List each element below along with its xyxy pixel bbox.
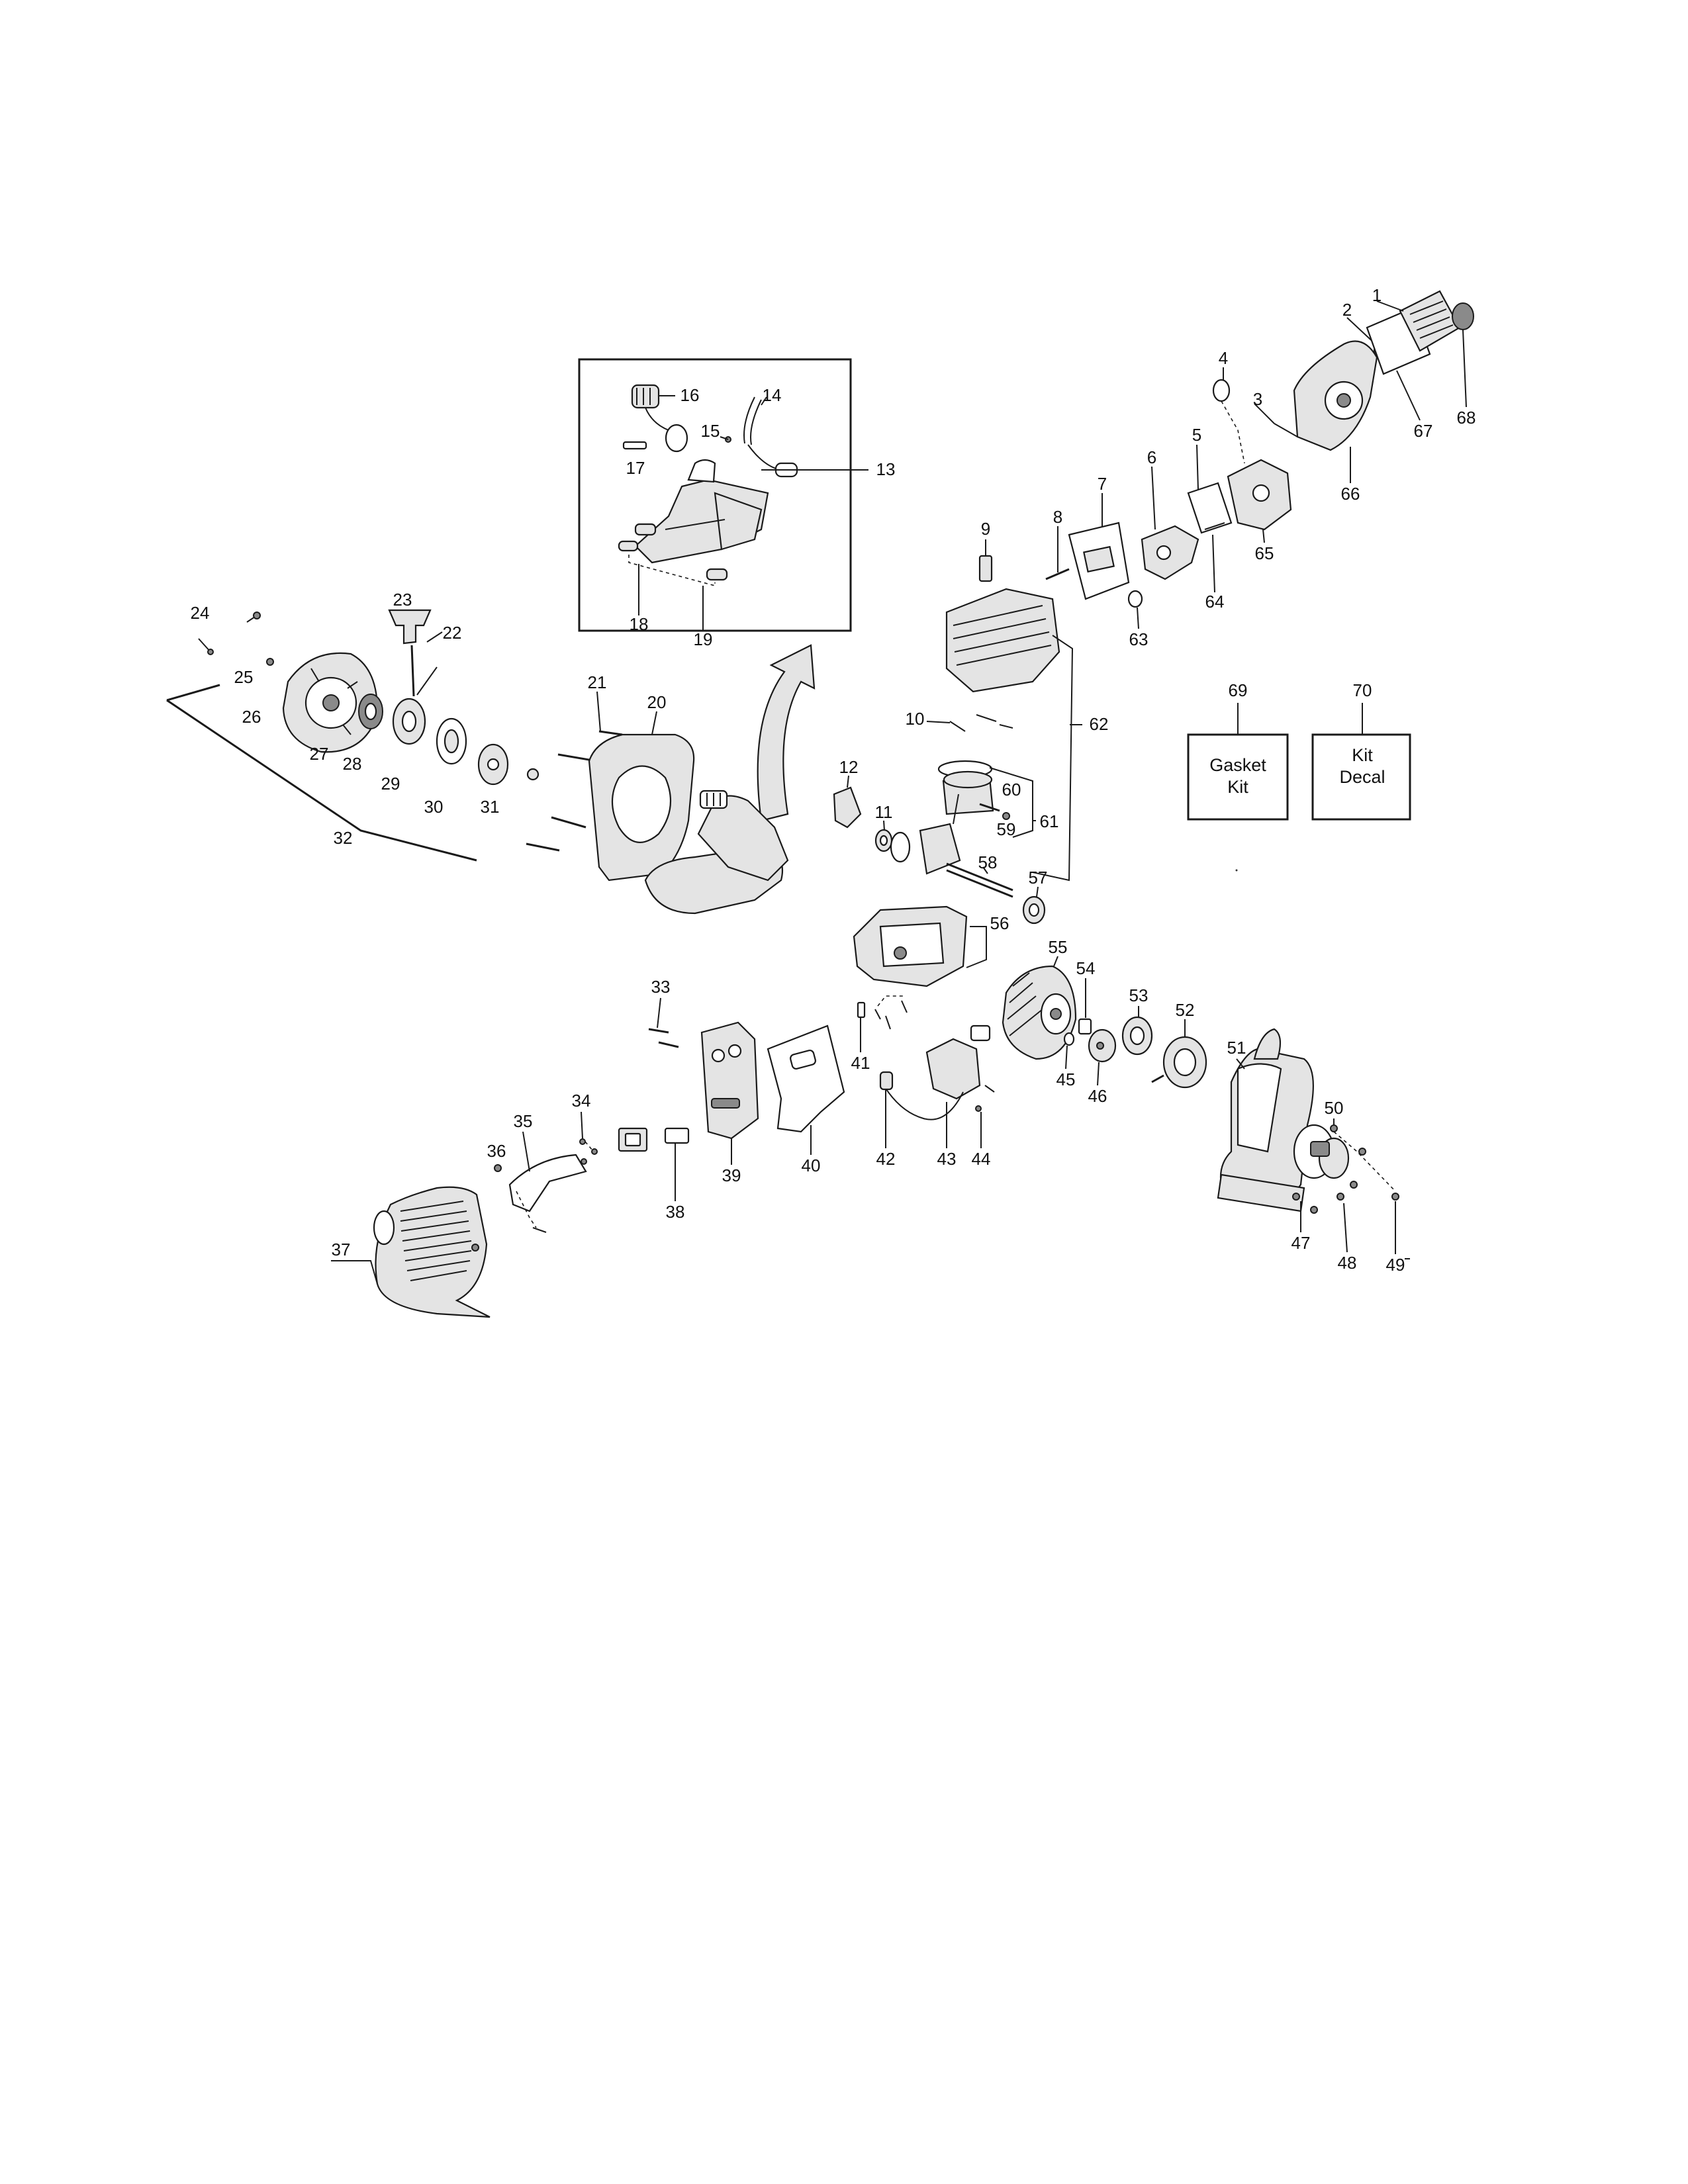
callout-56: 56 bbox=[990, 913, 1009, 933]
gear-housing-part bbox=[1217, 1028, 1399, 1254]
fuel-cap-part bbox=[631, 384, 688, 453]
callout-53: 53 bbox=[1129, 985, 1149, 1005]
callout-68: 68 bbox=[1457, 408, 1476, 428]
callout-19: 19 bbox=[694, 629, 713, 649]
callout-16: 16 bbox=[680, 385, 700, 405]
callout-51: 51 bbox=[1227, 1038, 1246, 1058]
flywheel-clutch bbox=[1002, 956, 1207, 1089]
kit-decal-box: Kit Decal bbox=[1311, 703, 1411, 821]
callout-31: 31 bbox=[481, 797, 500, 817]
callout-48: 48 bbox=[1338, 1253, 1357, 1273]
callout-69: 69 bbox=[1229, 680, 1248, 700]
fuel-line-part bbox=[743, 396, 755, 444]
callout-14: 14 bbox=[763, 385, 782, 405]
curved-arrow bbox=[757, 644, 816, 822]
muffler-assembly bbox=[331, 997, 759, 1318]
callout-55: 55 bbox=[1049, 937, 1068, 957]
callout-67: 67 bbox=[1414, 421, 1433, 441]
callout-4: 4 bbox=[1219, 348, 1228, 368]
callout-7: 7 bbox=[1098, 474, 1107, 494]
callout-6: 6 bbox=[1147, 447, 1156, 467]
gasket-kit-line1: Gasket bbox=[1209, 755, 1266, 775]
fuel-tank-inset bbox=[578, 358, 868, 632]
speck-mark bbox=[1235, 869, 1238, 872]
callout-46: 46 bbox=[1088, 1086, 1107, 1106]
callout-18: 18 bbox=[630, 614, 649, 634]
gasket-kit-line2: Kit bbox=[1227, 777, 1248, 797]
callout-66: 66 bbox=[1341, 484, 1360, 504]
callout-30: 30 bbox=[424, 797, 444, 817]
fuel-tank-part bbox=[634, 459, 769, 564]
callout-33: 33 bbox=[651, 977, 671, 997]
callout-2: 2 bbox=[1342, 300, 1352, 320]
callout-36: 36 bbox=[487, 1141, 506, 1161]
callout-61: 61 bbox=[1040, 811, 1059, 831]
callout-60: 60 bbox=[1002, 780, 1021, 799]
callout-50: 50 bbox=[1325, 1098, 1344, 1118]
callout-28: 28 bbox=[343, 754, 362, 774]
callout-24: 24 bbox=[191, 603, 210, 623]
callout-25: 25 bbox=[234, 667, 254, 687]
callout-70: 70 bbox=[1353, 680, 1372, 700]
callout-44: 44 bbox=[972, 1149, 991, 1169]
callout-labels: 1 2 3 4 5 6 7 8 9 10 11 12 13 14 15 16 1… bbox=[191, 285, 1476, 1275]
callout-64: 64 bbox=[1205, 592, 1225, 612]
callout-23: 23 bbox=[393, 590, 412, 610]
callout-22: 22 bbox=[443, 623, 462, 643]
callout-65: 65 bbox=[1255, 543, 1274, 563]
callout-38: 38 bbox=[666, 1202, 685, 1222]
callout-45: 45 bbox=[1056, 1069, 1076, 1089]
ignition-module bbox=[767, 1024, 995, 1155]
callout-40: 40 bbox=[802, 1156, 821, 1175]
callout-39: 39 bbox=[722, 1165, 741, 1185]
callout-5: 5 bbox=[1192, 425, 1201, 445]
engine-housing-part bbox=[526, 691, 789, 915]
gasket-kit-box: Gasket Kit bbox=[1187, 703, 1289, 821]
callout-49: 49 bbox=[1386, 1255, 1405, 1275]
callout-42: 42 bbox=[876, 1149, 896, 1169]
callout-15: 15 bbox=[701, 421, 720, 441]
callout-8: 8 bbox=[1053, 507, 1062, 527]
callout-47: 47 bbox=[1291, 1233, 1311, 1253]
callout-3: 3 bbox=[1253, 389, 1262, 409]
starter-assembly bbox=[166, 609, 539, 862]
callout-58: 58 bbox=[978, 852, 998, 872]
callout-12: 12 bbox=[839, 757, 859, 777]
callout-26: 26 bbox=[242, 707, 261, 727]
callout-43: 43 bbox=[937, 1149, 957, 1169]
callout-13: 13 bbox=[876, 459, 896, 479]
callout-29: 29 bbox=[381, 774, 400, 794]
callout-57: 57 bbox=[1029, 868, 1048, 887]
callout-59: 59 bbox=[997, 819, 1016, 839]
engine-core bbox=[833, 290, 1474, 1052]
vent-part bbox=[622, 441, 647, 450]
kit-decal-line2: Decal bbox=[1339, 767, 1385, 787]
callout-27: 27 bbox=[310, 744, 329, 764]
callout-34: 34 bbox=[572, 1091, 591, 1111]
callout-32: 32 bbox=[334, 828, 353, 848]
callout-37: 37 bbox=[332, 1240, 351, 1259]
callout-20: 20 bbox=[647, 692, 667, 712]
callout-52: 52 bbox=[1176, 1000, 1195, 1020]
callout-54: 54 bbox=[1076, 958, 1096, 978]
callout-41: 41 bbox=[851, 1053, 870, 1073]
callout-9: 9 bbox=[981, 519, 990, 539]
callout-11: 11 bbox=[875, 802, 893, 822]
callout-35: 35 bbox=[514, 1111, 533, 1131]
callout-10: 10 bbox=[906, 709, 925, 729]
callout-1: 1 bbox=[1372, 285, 1382, 305]
callout-21: 21 bbox=[588, 672, 607, 692]
tank-mount-part bbox=[634, 523, 657, 536]
callout-63: 63 bbox=[1129, 629, 1149, 649]
callout-62: 62 bbox=[1090, 714, 1109, 734]
kit-decal-line1: Kit bbox=[1352, 745, 1373, 765]
callout-17: 17 bbox=[626, 458, 645, 478]
